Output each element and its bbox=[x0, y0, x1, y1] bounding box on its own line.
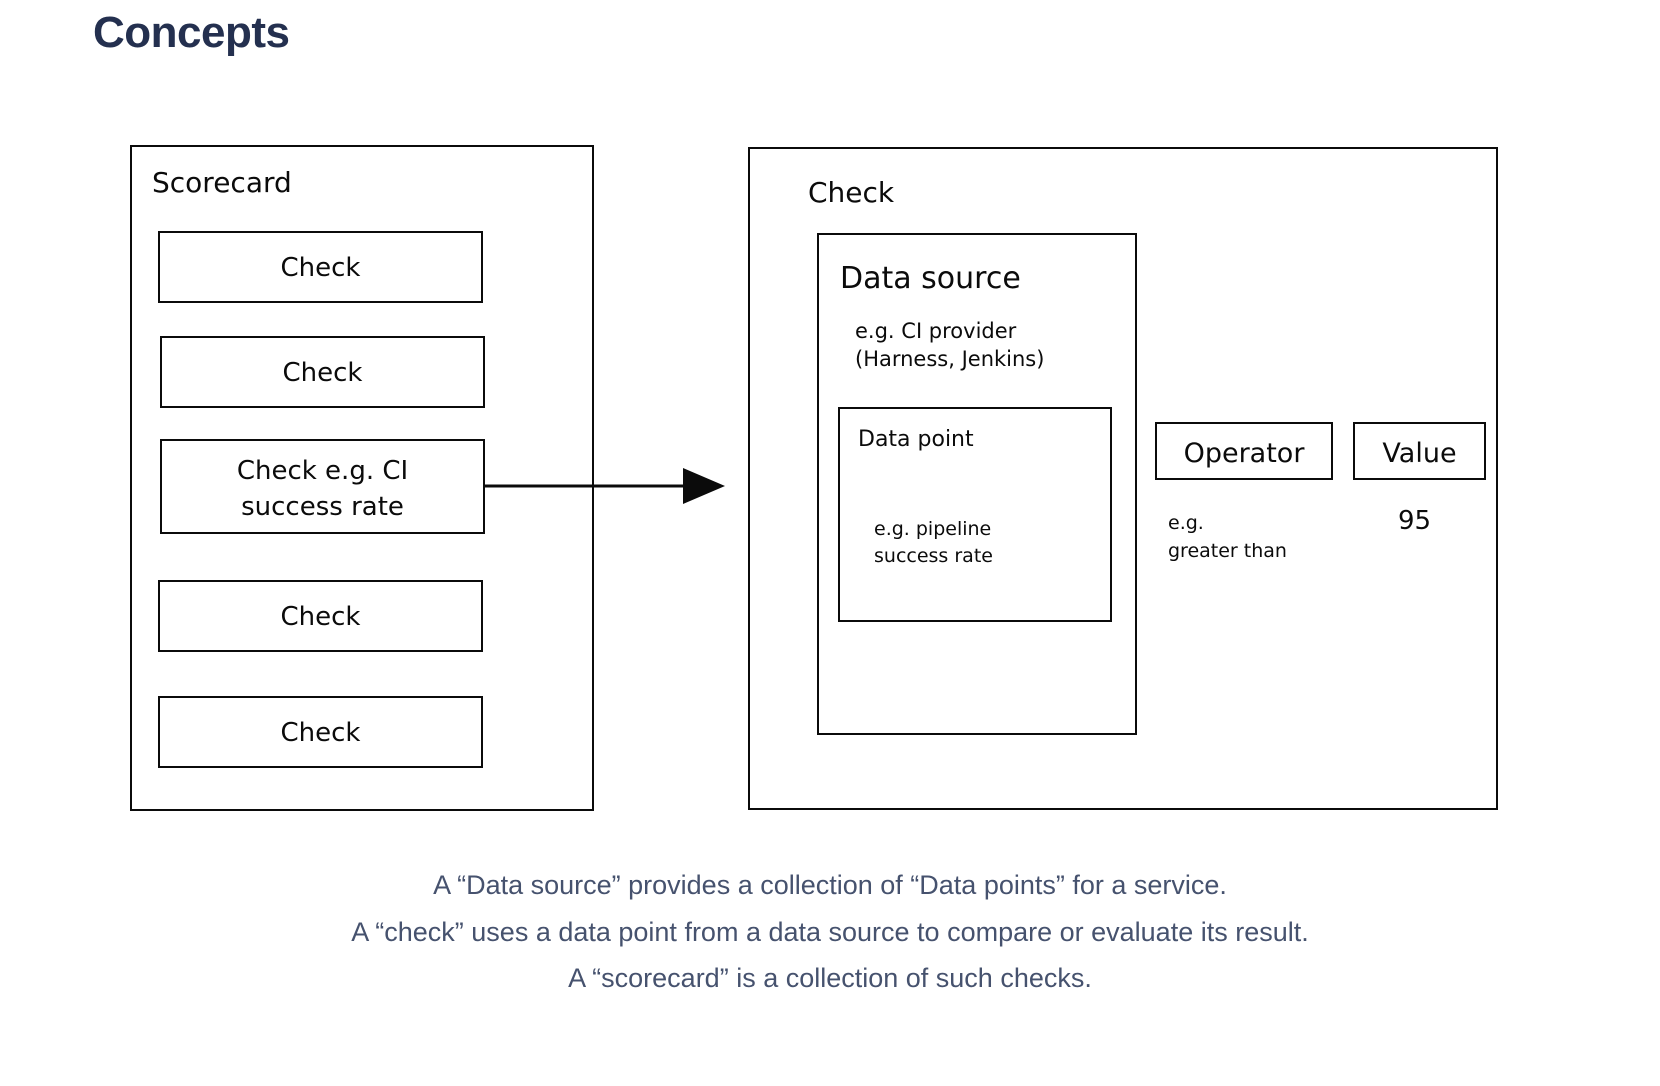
check-detail-label: Check bbox=[808, 176, 895, 209]
caption-line-2: A “check” uses a data point from a data … bbox=[351, 917, 1309, 947]
data-point-box[interactable] bbox=[838, 407, 1112, 622]
value-label: Value bbox=[1382, 438, 1457, 469]
operator-box[interactable]: Operator bbox=[1155, 422, 1333, 480]
value-box[interactable]: Value bbox=[1353, 422, 1486, 480]
data-source-example: e.g. CI provider (Harness, Jenkins) bbox=[855, 319, 1045, 371]
operator-label: Operator bbox=[1183, 438, 1305, 469]
scorecard-check-5-label: Check bbox=[280, 718, 361, 748]
data-source-label: Data source bbox=[840, 261, 1021, 296]
scorecard-check-4[interactable]: Check bbox=[158, 580, 483, 652]
data-point-label: Data point bbox=[858, 427, 974, 452]
page-title: Concepts bbox=[93, 8, 290, 57]
scorecard-check-2[interactable]: Check bbox=[160, 336, 485, 408]
scorecard-check-2-label: Check bbox=[282, 358, 363, 388]
operator-example: e.g. greater than bbox=[1168, 512, 1287, 562]
caption-line-1: A “Data source” provides a collection of… bbox=[433, 870, 1227, 900]
data-point-example: e.g. pipeline success rate bbox=[874, 518, 993, 567]
scorecard-check-1-label: Check bbox=[280, 253, 361, 283]
scorecard-title-text: Scorecard bbox=[152, 166, 292, 199]
scorecard-check-3-label: Check e.g. CI success rate bbox=[236, 456, 409, 522]
value-example: 95 bbox=[1398, 506, 1432, 536]
connector-arrow bbox=[483, 462, 733, 510]
caption-line-3: A “scorecard” is a collection of such ch… bbox=[568, 963, 1092, 993]
scorecard-check-3[interactable]: Check e.g. CI success rate bbox=[160, 439, 485, 534]
arrow-right-icon bbox=[483, 468, 725, 504]
scorecard-check-1[interactable]: Check bbox=[158, 231, 483, 303]
scorecard-check-4-label: Check bbox=[280, 602, 361, 632]
scorecard-label: Scorecard bbox=[152, 166, 292, 200]
scorecard-check-5[interactable]: Check bbox=[158, 696, 483, 768]
